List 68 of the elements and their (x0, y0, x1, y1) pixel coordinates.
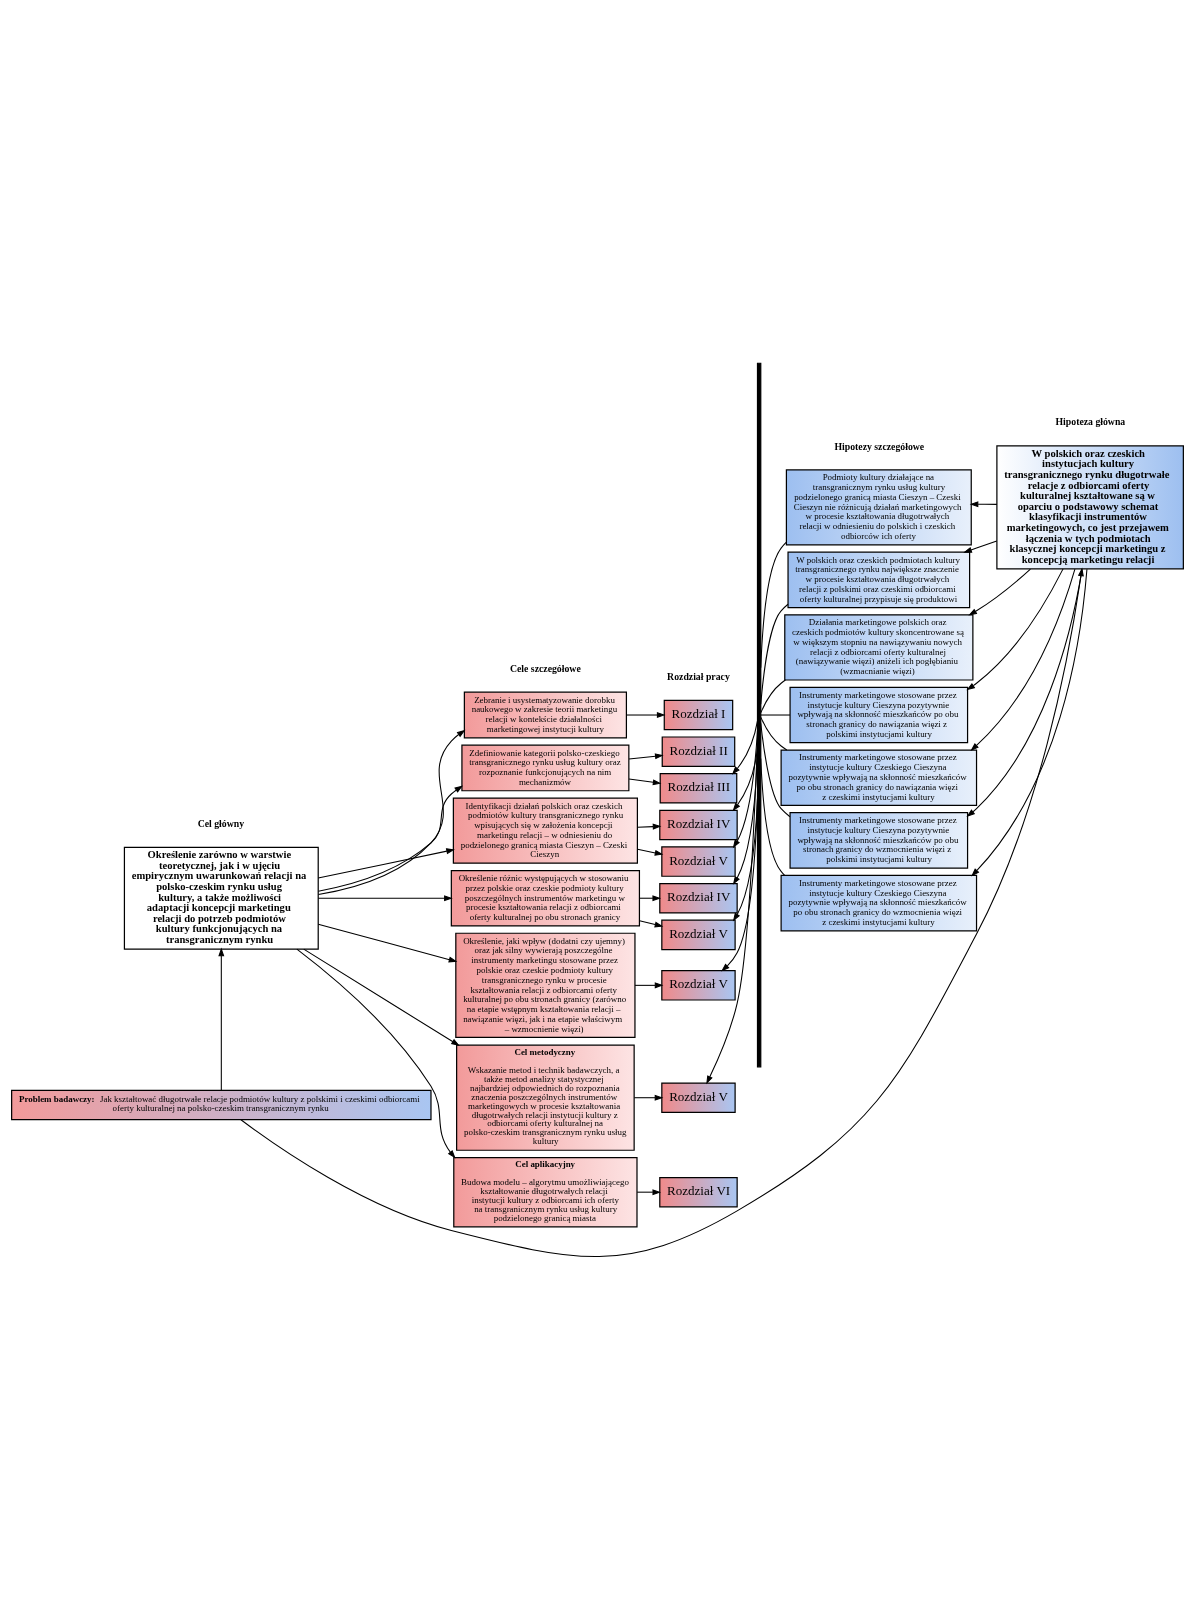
node-box: Rozdział V (661, 919, 736, 951)
arrow (317, 895, 453, 902)
arrow (317, 785, 464, 892)
node-box: Określenie, jaki wpływ (dodatni czy ujemny) oraz jak silny wywierają poszczególne instrumenty marketingu stosowane przez polskie oraz czeskie podmioty kultury transgranicznego rynku w procesie kształtowania relacji z odbiorcami oferty kulturalnej po obu stronach granicy (zarówno na etapie wstępnym kształtowania relacji – nawiązanie więzi, jak i na etapie właściwym – wzmocnienie więzi) (455, 932, 636, 1039)
node-box: Rozdział I (663, 699, 734, 731)
arrow (240, 567, 1084, 1258)
node-box: Rozdział IV (659, 882, 738, 914)
node-bar (756, 362, 762, 1068)
label: Hipoteza główna (1055, 416, 1126, 428)
node-box: W polskich oraz czeskich instytucjach kultury transgranicznego rynku długotrwałe relacje z odbiorcami oferty kulturalnej kształtowane są w oparciu o podstawowy schemat klasyfikacji instrumentów marketingowych, co jest przejawem łączenia w tych podmiotach klasycznej koncepcji marketingu z koncepcją marketingu relacji (996, 445, 1184, 570)
label: Cele szczegółowe (509, 662, 581, 674)
node-box: Podmioty kultury działające na transgranicznym rynku usług kultury podzielonego granicą miasta Cieszyn – Czeski Cieszyn nie różnicują działań marketingowych w procesie kształtowania długotrwałych relacji w odniesieniu do polskich i czeskich odbiorców ich oferty (785, 469, 972, 546)
node-box: Instrumenty marketingowe stosowane przez instytucje kultury Cieszyna pozytywnie wpływają na skłonność mieszkańców po obu stronach granicy do wzmocnienia więzi z polskimi instytucjami kultury (789, 812, 969, 869)
connector (760, 679, 786, 714)
arrow (634, 982, 664, 989)
node-box: Określenie różnic występujących w stosowaniu przez polskie oraz czeskie podmioty kultury poszczególnych instrumentów marketingu w procesie kształtowania relacji z odbiorcami oferty kulturalnej po obu stronach granicy (450, 869, 641, 927)
node-box: Problem badawczy: Jak kształtować długotrwałe relacje podmiotów kultury z polskimi i czeskimi odbiorcami oferty kulturalnej na polsko-czeskim transgranicznym rynku (11, 1089, 432, 1121)
arrow (970, 568, 1076, 752)
arrow (637, 848, 664, 856)
node-box: Instrumenty marketingowe stosowane przez instytucje kultury Cieszyna pozytywnie wpływają na skłonność mieszkańców po obu stronach granicy do nawiązania więzi z polskimi instytucjami kultury (789, 686, 969, 744)
connector (760, 603, 789, 705)
arrow (731, 720, 758, 775)
connector (760, 714, 791, 716)
connector (760, 722, 791, 818)
node-box: Cel metodyczny Wskazanie metod i technik badawczych, a także metod analizy statystycznej najbardziej odpowiednich do rozpoznania znaczenia poszczególnych instrumentów marketingowych w procesie kształtowania długotrwałych relacji instytucji kultury z odbiorcami oferty kulturalnej na polsko-czeskim transgranicznym rynku usług kultury (456, 1044, 635, 1151)
arrow (317, 923, 458, 963)
arrow (317, 848, 455, 879)
arrow (296, 948, 456, 1159)
node-box: Cel aplikacyjny Budowa modelu – algorytmu umożliwiającego kształtowanie długotrwałych relacji instytucji kultury z odbiorcami ich oferty na transgranicznym rynku usług kultury podzielonego granicą miasta (453, 1156, 638, 1228)
node-box: W polskich oraz czeskich podmiotach kultury transgranicznego rynku największe znaczenie w procesie kształtowania długotrwałych relacji z polskimi oraz czeskimi odbiorcami oferty kulturalnej przypisuje się produktowi (787, 551, 971, 609)
node-box: Instrumenty marketingowe stosowane przez instytucje kultury Czeskiego Cieszyna pozytywnie wpływają na skłonność mieszkańców po obu stronach granicy do wzmocnienia więzi z czeskimi instytucjami kultury (780, 874, 978, 932)
node-box: Identyfikacji działań polskich oraz czeskich podmiotów kultury transgranicznego rynku wpisujących się w założenia koncepcji marketingu relacji – w odniesieniu do podzielonego granicą miasta Cieszyn – Czeski Cieszyn (452, 797, 638, 864)
arrow (966, 568, 1064, 691)
node-box: Rozdział V (661, 970, 736, 1001)
node-box: Rozdział III (659, 773, 738, 804)
arrow (706, 738, 758, 1085)
arrow (968, 568, 1031, 616)
node-box: Rozdział V (661, 1082, 736, 1113)
label: Rozdział pracy (667, 671, 730, 683)
node-box: Działania marketingowe polskich oraz czeskich podmiotów kultury skoncentrowane są w większym stopniu na nawiązywaniu nowych relacji z odbiorcami oferty kulturalnej (nawiązywanie więzi) aniżeli ich pogłębianiu (wzmacnianie więzi) (784, 614, 974, 681)
connector (760, 758, 786, 876)
arrow (628, 753, 664, 760)
arrow (218, 947, 225, 1091)
arrow (969, 501, 998, 508)
arrow (966, 568, 1083, 817)
node-box: Rozdział II (661, 736, 736, 767)
node-box: Określenie zarówno w warstwie teoretycznej, jak i w ujęciu empirycznym uwarunkowań relacji na polsko-czeskim rynku usług kultury, a także możliwości adaptacji koncepcji marketingu relacji do potrzeb podmiotów kultury funkcjonujących na transgranicznym rynku (123, 846, 319, 950)
arrow (303, 948, 460, 1046)
node-box: Zebranie i usystematyzowanie dorobku naukowego w zakresie teorii marketingu relacji w kontekście działalności marketingowej instytucji kultury (463, 691, 627, 739)
arrow (637, 823, 662, 830)
connector (760, 541, 787, 669)
arrow (971, 568, 1088, 877)
arrow (639, 920, 664, 928)
node-box: Rozdział V (661, 846, 736, 877)
arrow (732, 730, 758, 849)
arrow (626, 712, 666, 719)
label: Hipotezy szczegółowe (834, 440, 925, 452)
arrow (628, 778, 662, 786)
arrow (317, 729, 466, 895)
node-box: Rozdział IV (659, 809, 738, 841)
arrow (721, 797, 759, 972)
node-box: Zdefiniowanie kategorii polsko-czeskiego transgranicznego rynku usług kultury oraz rozpoznanie funkcjonujących na nim mechanizmów (461, 744, 630, 792)
connector (760, 716, 788, 751)
node-box: Rozdział VI (659, 1176, 738, 1208)
arrow (963, 540, 998, 553)
arrow (633, 1094, 664, 1101)
label: Cel główny (197, 817, 245, 829)
node-box: Instrumenty marketingowe stosowane przez instytucje kultury Czeskiego Cieszyna pozytywnie wpływają na skłonność mieszkańców po obu stronach granicy do nawiązania więzi z czeskimi instytucjami kultury (780, 749, 978, 806)
